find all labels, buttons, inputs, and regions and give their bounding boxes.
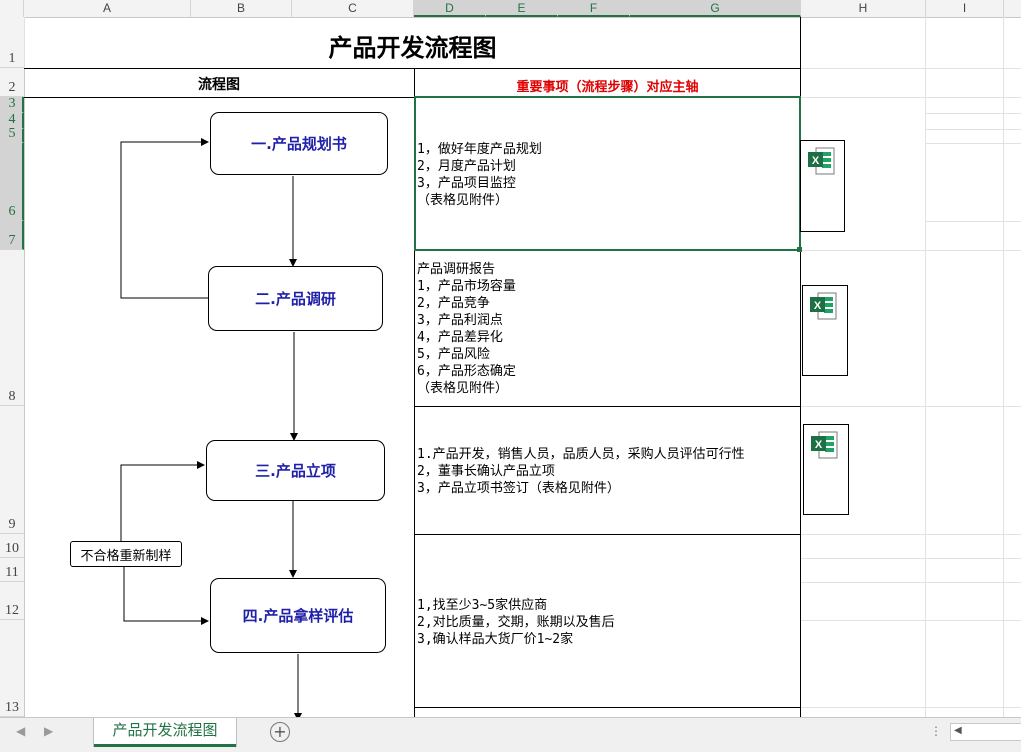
row-header-6[interactable]: 6 xyxy=(0,143,24,221)
column-header-i[interactable]: I xyxy=(926,0,1004,17)
excel-file-icon: X xyxy=(810,292,837,320)
sheet-tab-bar: ◀ ▶ 产品开发流程图 + ⋮ ◀ xyxy=(0,717,1021,752)
flow-step-planning[interactable]: 一.产品规划书 xyxy=(210,112,388,175)
flow-step-approval[interactable]: 三.产品立项 xyxy=(206,440,385,501)
column-header-bar: A B C D E F G H I xyxy=(0,0,1021,18)
scroll-left-icon[interactable]: ◀ xyxy=(16,724,26,738)
row-header-9[interactable]: 9 xyxy=(0,406,24,534)
row-header-11[interactable]: 11 xyxy=(0,558,24,582)
header-flowchart: 流程图 xyxy=(198,77,240,93)
row-header-5[interactable]: 5 xyxy=(0,126,24,143)
row-header-4[interactable]: 4 xyxy=(0,112,24,129)
attachment-approval[interactable]: X xyxy=(803,424,849,515)
select-all-corner[interactable] xyxy=(0,0,24,17)
column-header-f[interactable]: F xyxy=(558,0,630,17)
flow-step-research[interactable]: 二.产品调研 xyxy=(208,266,383,331)
row-header-2[interactable]: 2 xyxy=(0,68,24,97)
column-header-g[interactable]: G xyxy=(630,0,801,17)
svg-text:X: X xyxy=(814,300,822,312)
row-header-8[interactable]: 8 xyxy=(0,250,24,406)
column-header-b[interactable]: B xyxy=(191,0,292,17)
row-header-3[interactable]: 3 xyxy=(0,96,24,113)
column-header-a[interactable]: A xyxy=(24,0,191,17)
scroll-right-icon[interactable]: ▶ xyxy=(44,724,54,738)
row-header-1[interactable]: 1 xyxy=(0,17,24,68)
notes-approval[interactable]: 1.产品开发，销售人员，品质人员，采购人员评估可行性 2，董事长确认产品立项 3… xyxy=(417,447,745,496)
excel-file-icon: X xyxy=(811,431,838,459)
row-header-7[interactable]: 7 xyxy=(0,221,24,250)
page-title: 产品开发流程图 xyxy=(328,34,497,62)
column-header-e[interactable]: E xyxy=(486,0,558,17)
row-header-10[interactable]: 10 xyxy=(0,534,24,558)
retry-label[interactable]: 不合格重新制样 xyxy=(70,541,182,567)
column-header-d[interactable]: D xyxy=(414,0,486,17)
notes-planning[interactable]: 1，做好年度产品规划 2，月度产品计划 3，产品项目监控 （表格见附件） xyxy=(417,142,542,208)
header-key-items: 重要事项（流程步骤）对应主轴 xyxy=(516,80,699,95)
column-header-c[interactable]: C xyxy=(292,0,414,17)
attachment-research[interactable]: X xyxy=(802,285,848,376)
row-header-bar: 1 2 3 4 5 6 7 8 9 10 11 12 13 xyxy=(0,17,25,717)
notes-research[interactable]: 产品调研报告 1，产品市场容量 2，产品竞争 3，产品利润点 4，产品差异化 5… xyxy=(417,262,516,396)
tab-split-handle-icon[interactable]: ⋮ xyxy=(930,724,942,738)
horizontal-scrollbar[interactable]: ◀ xyxy=(950,723,1021,741)
attachment-planning[interactable]: X xyxy=(800,140,845,232)
row-header-12[interactable]: 12 xyxy=(0,582,24,620)
svg-text:X: X xyxy=(812,155,820,167)
scroll-left-arrow-icon[interactable]: ◀ xyxy=(954,725,962,736)
svg-text:X: X xyxy=(815,439,823,451)
notes-sample-evaluation[interactable]: 1,找至少3~5家供应商 2,对比质量，交期，账期以及售后 3,确认样品大货厂价… xyxy=(417,598,615,647)
row-header-13[interactable]: 13 xyxy=(0,620,24,717)
flow-step-sample-evaluation[interactable]: 四.产品拿样评估 xyxy=(210,578,386,653)
add-sheet-button[interactable]: + xyxy=(270,722,290,742)
excel-file-icon: X xyxy=(808,147,835,175)
column-header-h[interactable]: H xyxy=(801,0,926,17)
sheet-tab-active[interactable]: 产品开发流程图 xyxy=(94,718,236,747)
